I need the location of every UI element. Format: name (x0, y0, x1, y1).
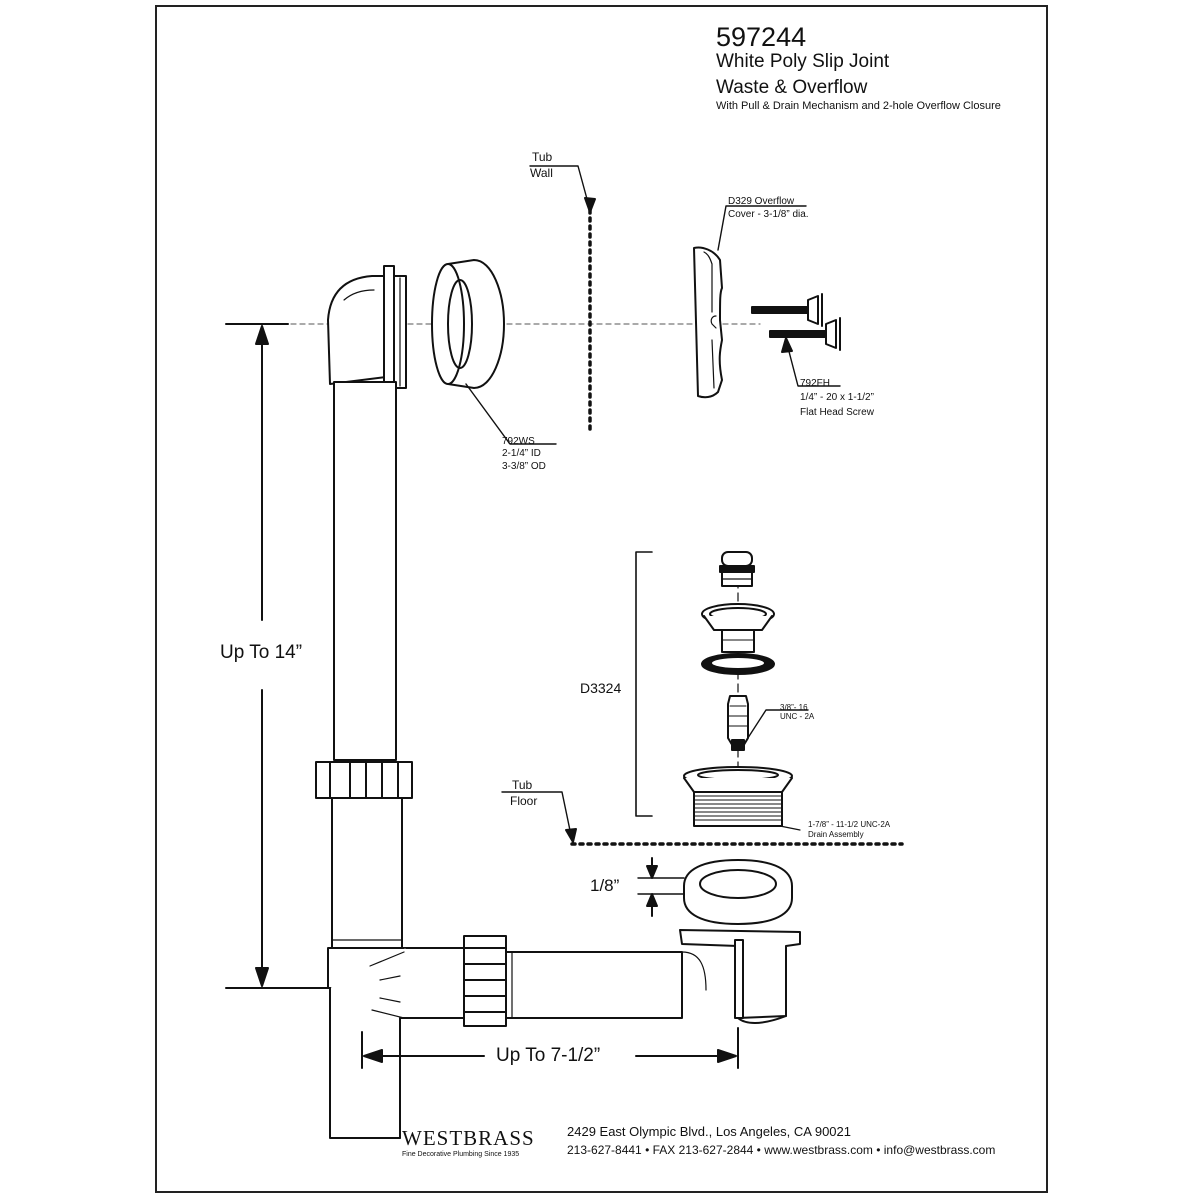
company-address: 2429 East Olympic Blvd., Los Angeles, CA… (567, 1124, 852, 1139)
length-dimension-label: Up To 7-1/2” (496, 1045, 601, 1066)
company-contact: 213-627-8441 • FAX 213-627-2844 • www.we… (567, 1143, 996, 1157)
drain-set-bracket (635, 551, 653, 817)
waste-tee (327, 947, 465, 1139)
thread-label-line1: 3/8”- 16 (780, 703, 808, 712)
product-subtitle: With Pull & Drain Mechanism and 2-hole O… (716, 100, 1001, 112)
slip-nut-vertical (315, 761, 413, 799)
washer-label-line1: 792WS (502, 436, 535, 447)
slip-nut-horizontal (463, 935, 507, 1027)
drain-set-label: D3324 (580, 680, 622, 696)
height-dimension-label: Up To 14” (220, 642, 303, 663)
tub-floor-line (501, 791, 904, 846)
screw-label-line1: 792FH (800, 378, 831, 389)
bottom-gasket (637, 857, 793, 925)
height-dimension (225, 323, 333, 989)
drain-assembly-label-line2: Drain Assembly (808, 830, 864, 839)
screw-label-line3: Flat Head Screw (800, 407, 874, 418)
tub-wall-label-line1: Tub (532, 150, 553, 164)
screw-label-line2: 1/4” - 20 x 1-1/2” (800, 392, 874, 403)
tub-wall-label-line2: Wall (530, 166, 553, 180)
length-dimension (361, 1027, 739, 1069)
tub-floor-label-line2: Floor (510, 794, 538, 808)
brand-logo: WESTBRASS (402, 1126, 535, 1150)
overflow-elbow (327, 265, 407, 391)
drain-stopper (719, 551, 755, 587)
overflow-washer (431, 259, 557, 445)
overflow-cover (693, 205, 807, 399)
brand-tagline: Fine Decorative Plumbing Since 1935 (402, 1151, 520, 1158)
washer-label-line2: 2-1/4” ID (502, 448, 541, 459)
flat-head-screws (751, 293, 841, 387)
washer-label-line3: 3-3/8” OD (502, 461, 546, 472)
gasket-thickness-label: 1/8” (590, 876, 620, 895)
threaded-stem (727, 695, 809, 751)
product-title-line2: Waste & Overflow (716, 77, 868, 98)
thread-label-line2: UNC - 2A (780, 712, 815, 721)
overflow-cover-label-line1: D329 Overflow (728, 196, 795, 207)
model-number: 597244 (716, 22, 807, 52)
tub-wall-line (529, 165, 596, 432)
waste-pipe (505, 951, 683, 1019)
overflow-cover-label-line2: Cover - 3-1/8” dia. (728, 209, 809, 220)
tub-floor-label-line1: Tub (512, 778, 533, 792)
overflow-pipe (333, 381, 397, 761)
drawing-border (155, 5, 1048, 1193)
drain-shoe (679, 929, 801, 1024)
drain-gasket-ring (701, 653, 775, 675)
drain-flange (701, 603, 775, 653)
drain-assembly-label-line1: 1-7/8” - 11-1/2 UNC-2A (808, 820, 891, 829)
product-title-line1: White Poly Slip Joint (716, 51, 890, 72)
drain-body (683, 766, 801, 831)
tailpiece (331, 797, 403, 949)
